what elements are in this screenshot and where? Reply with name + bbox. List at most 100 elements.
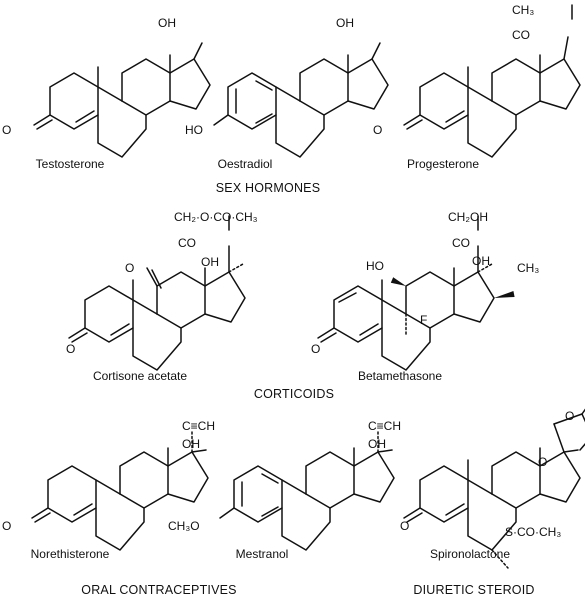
spironolactone-c3-o-double (406, 512, 423, 523)
atom-betamethasone-16-ch3: CH₃ (517, 261, 539, 275)
betamethasone-ring-b (381, 313, 431, 371)
atom-betamethasone-co: CO (452, 236, 470, 250)
spironolactone-lactone-3 (581, 413, 585, 423)
betamethasone-c3-o-bond (317, 327, 335, 339)
atom-betamethasone-o: O (311, 342, 320, 356)
atom-progesterone-ch3: CH₃ (512, 3, 534, 17)
atom-cortisone-acetate-chain: CH₂·O·CO·CH₃ (174, 210, 258, 224)
spironolactone-lactone-5 (563, 449, 579, 453)
spironolactone-lactone-4 (579, 443, 585, 451)
atom-progesterone-co: CO (512, 28, 530, 42)
mestranol-c17-oh (377, 449, 393, 453)
progesterone-ring-c (491, 58, 541, 116)
name-testosterone: Testosterone (36, 157, 105, 171)
spironolactone-lactone-co (581, 408, 585, 415)
name-progesterone: Progesterone (407, 157, 479, 171)
norethisterone-c17-oh (191, 449, 207, 453)
oestradiol-ring-c (299, 58, 349, 116)
oestradiol-c3-o-bond (213, 114, 229, 126)
cortisone-acetate-ring-d (204, 271, 246, 323)
cortisone-acetate-ring-b (132, 313, 182, 371)
norethisterone-c3-o-bond (31, 507, 49, 519)
betamethasone-double-c4-c5 (359, 323, 379, 336)
spironolactone-c7-s-dash (491, 549, 509, 569)
cortisone-acetate-c17-oh-dash (228, 263, 244, 273)
cortisone-acetate-c11-o-2 (151, 269, 162, 289)
cortisone-acetate-c3-o-double (71, 332, 88, 343)
atom-testosterone-o: O (2, 123, 11, 137)
progesterone-ring-d (539, 58, 581, 110)
header-diuretic-steroid: DIURETIC STEROID (413, 583, 534, 597)
betamethasone-bond-c9-c10 (381, 299, 407, 315)
norethisterone-ring-c (119, 451, 169, 509)
name-mestranol: Mestranol (236, 547, 289, 561)
mestranol-ring-a (233, 465, 283, 523)
testosterone-c17-oh-bond (193, 42, 203, 60)
mestranol-arom-3 (261, 473, 279, 484)
mestranol-arom-2 (261, 506, 279, 517)
atom-mestranol-ch3o: CH₃O (168, 519, 200, 533)
spironolactone-bond-c9-c10 (467, 479, 493, 495)
spironolactone-lactone-1 (553, 423, 565, 453)
spironolactone-ring-c (491, 451, 541, 509)
norethisterone-ring-a (47, 465, 97, 523)
testosterone-c3-o-bond (33, 114, 51, 126)
name-oestradiol: Oestradiol (218, 157, 273, 171)
atom-mestranol-oh: OH (368, 437, 386, 451)
betamethasone-ring-c (405, 271, 455, 329)
mestranol-bond-c9-c10 (281, 479, 307, 495)
testosterone-c3-o-double (36, 119, 53, 130)
norethisterone-bond-c9-c10 (95, 479, 121, 495)
spironolactone-ring-b (467, 493, 517, 551)
atom-cortisone-co: CO (178, 236, 196, 250)
atom-spironolactone-thioacetyl: S·CO·CH₃ (505, 525, 561, 539)
cortisone-acetate-double-c4-c5 (110, 323, 130, 336)
progesterone-ring-a (419, 72, 469, 130)
atom-cortisone-11-oxo: O (125, 261, 134, 275)
atom-cortisone-3-oxo: O (66, 342, 75, 356)
mestranol-ring-c (305, 451, 355, 509)
testosterone-double-c4-c5 (75, 110, 95, 123)
atom-testosterone-oh: OH (158, 16, 176, 30)
spironolactone-ring-a (419, 465, 469, 523)
betamethasone-c16-methyl-wedge (494, 291, 515, 298)
norethisterone-ring-d (167, 451, 209, 503)
mestranol-ring-b (281, 493, 331, 551)
testosterone-ring-a (49, 72, 99, 130)
spironolactone-c3-o-bond (403, 507, 421, 519)
betamethasone-c11-oh-wedge (390, 277, 406, 286)
norethisterone-ring-b (95, 493, 145, 551)
progesterone-double-c4-c5 (445, 110, 465, 123)
progesterone-c3-o-double (406, 119, 423, 130)
cortisone-acetate-c3-o-bond (68, 327, 86, 339)
norethisterone-double-c4-c5 (73, 503, 93, 516)
oestradiol-ring-b (275, 100, 325, 158)
header-oral-contraceptives: ORAL CONTRACEPTIVES (81, 583, 236, 597)
progesterone-c17-c20 (563, 36, 569, 60)
testosterone-ring-b (97, 100, 147, 158)
atom-spironolactone-ring-o: O (538, 455, 547, 469)
atom-betamethasone-f: F (420, 313, 427, 327)
oestradiol-ring-a (227, 72, 277, 130)
testosterone-ring-d (169, 58, 211, 110)
atom-norethisterone-o: O (2, 519, 11, 533)
name-spironolactone: Spironolactone (430, 547, 510, 561)
oestradiol-arom-3 (255, 80, 273, 91)
betamethasone-ring-d (453, 271, 495, 323)
name-betamethasone: Betamethasone (358, 369, 442, 383)
betamethasone-double-c1-c2 (338, 292, 357, 303)
name-cortisone-acetate: Cortisone acetate (93, 369, 187, 383)
betamethasone-ring-a (333, 285, 383, 343)
atom-spironolactone-3-oxo: O (400, 519, 409, 533)
spironolactone-lactone-2 (553, 413, 583, 425)
atom-norethisterone-ethynyl: C≡CH (182, 419, 215, 433)
testosterone-bond-c9-c10 (97, 86, 123, 102)
name-norethisterone: Norethisterone (31, 547, 110, 561)
atom-progesterone-o: O (373, 123, 382, 137)
bond-lines (31, 4, 585, 569)
atom-cortisone-oh: OH (201, 255, 219, 269)
betamethasone-c3-o-double (320, 332, 337, 343)
atom-betamethasone-17-oh: OH (472, 254, 490, 268)
atom-norethisterone-oh: OH (182, 437, 200, 451)
